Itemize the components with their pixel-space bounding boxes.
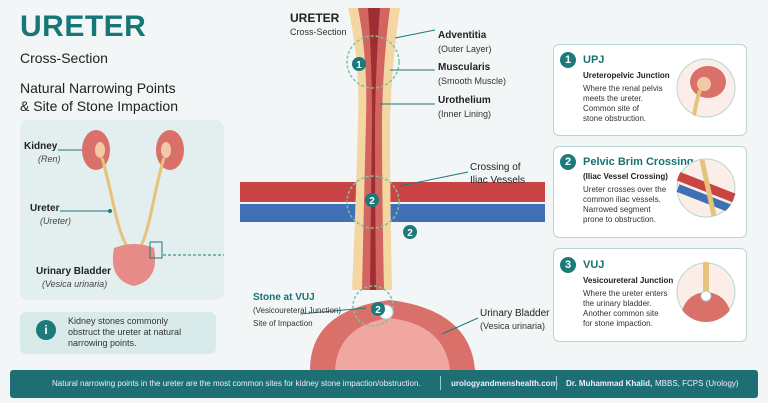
iliac-artery-shape (240, 182, 545, 202)
left-ureter-line (100, 157, 130, 249)
right-renal-pelvis-shape (161, 142, 171, 158)
description-line2: & Site of Stone Impaction (20, 98, 178, 114)
card-pelvic-brim-illustration (676, 158, 736, 218)
footer-divider-1 (440, 376, 441, 390)
ureter-cross-section-illustration: 1 2 2 2 (240, 8, 545, 370)
card-vuj-illustration (676, 262, 736, 322)
footer-author-name: Dr. Muhammad Khalid, (566, 379, 653, 388)
muscularis-label: Muscularis (438, 62, 491, 73)
cross-section-title: URETER (290, 11, 340, 25)
description-line1: Natural Narrowing Points (20, 80, 176, 96)
cross-section-subtitle: Cross-Section (290, 27, 347, 37)
card-vuj-body-line1: Where the ureter enters (583, 289, 668, 298)
ureter-latin-label: (Ureter) (40, 216, 71, 226)
card-upj-body-line4: stone obstruction. (583, 114, 647, 123)
card-vuj-subtitle: Vesicoureteral Junction (583, 276, 674, 285)
cross-section-bladder-label: Urinary Bladder (480, 308, 550, 319)
card-upj-subtitle: Ureteropelvic Junction (583, 71, 670, 80)
card-vuj-body-line4: for stone impaction. (583, 319, 653, 328)
page-subtitle: Cross-Section (20, 50, 108, 66)
card-upj-badge: 1 (560, 52, 576, 68)
crossing-label-line1: Crossing of (470, 162, 521, 173)
card-vuj-title: VUJ (583, 259, 605, 271)
page-title: URETER (20, 10, 147, 43)
footer-author-credentials: MBBS, FCPS (Urology) (655, 379, 739, 388)
adventitia-label: Adventitia (438, 30, 487, 41)
bladder-leader-line (441, 317, 479, 335)
card-vuj-body-line3: Another common site (583, 309, 659, 318)
stone-site: Site of Impaction (253, 319, 313, 328)
card-upj-illustration (676, 58, 736, 118)
card-pelvic-brim-body-line1: Ureter crosses over the (583, 185, 667, 194)
card-upj-body-line1: Where the renal pelvis (583, 84, 663, 93)
urinary-tract-overview-panel (20, 120, 224, 300)
footer-note: Natural narrowing points in the ureter a… (52, 379, 421, 388)
marker-2-label: 2 (369, 196, 375, 207)
vuj-highlight-box (149, 241, 163, 259)
info-text: Kidney stones commonly obstruct the uret… (68, 316, 212, 349)
info-text-line2: obstruct the ureter at natural (68, 327, 182, 337)
card-pelvic-brim-title: Pelvic Brim Crossing (583, 156, 694, 168)
card-upj-title: UPJ (583, 54, 605, 66)
upj-highlight-circle (346, 35, 400, 89)
footer-website: urologyandmenshealth.com (451, 379, 558, 388)
card-pelvic-brim-badge: 2 (560, 154, 576, 170)
adventitia-desc: (Outer Layer) (438, 44, 492, 54)
stone-title: Stone at VUJ (253, 292, 315, 303)
left-renal-pelvis-shape (95, 142, 105, 158)
ureter-label: Ureter (30, 203, 60, 214)
card-pelvic-brim-subtitle: (Iliac Vessel Crossing) (583, 172, 668, 181)
card-vuj-badge: 3 (560, 257, 576, 273)
card-pelvic-brim-body-line2: common iliac vessels. (583, 195, 661, 204)
adventitia-leader-line (394, 29, 436, 39)
info-text-line1: Kidney stones commonly (68, 316, 169, 326)
iliac-vein-shape (240, 204, 545, 222)
urothelium-label: Urothelium (438, 95, 491, 106)
marker-2-badge (365, 193, 379, 207)
marker-4-badge (371, 302, 385, 316)
card-pelvic-brim-body-line4: prone to obstruction. (583, 215, 656, 224)
brim-highlight-circle (346, 175, 400, 229)
card-upj-body: Where the renal pelvis meets the ureter.… (583, 84, 683, 124)
crossing-label-line2: Iliac Vessels (470, 175, 526, 186)
marker-1-label: 1 (356, 60, 362, 71)
marker-3-badge (403, 225, 417, 239)
card-pelvic-brim-body: Ureter crosses over the common iliac ves… (583, 185, 683, 225)
marker-1-badge (352, 57, 366, 71)
urinary-tract-illustration (58, 130, 224, 286)
crossing-leader-line (399, 171, 469, 187)
marker-3-label: 2 (407, 228, 413, 239)
bladder-label: Urinary Bladder (36, 266, 112, 277)
muscularis-desc: (Smooth Muscle) (438, 76, 507, 86)
vuj-highlight-circle (352, 285, 394, 327)
right-ureter-line (138, 157, 166, 249)
info-text-line3: narrowing points. (68, 338, 137, 348)
kidney-label: Kidney (24, 141, 58, 152)
ureter-lumen-shape (368, 8, 380, 290)
card-vuj-body-line2: the urinary bladder. (583, 299, 652, 308)
card-pelvic-brim-body-line3: Narrowed segment (583, 205, 651, 214)
footer-bar (10, 370, 758, 398)
card-upj-body-line3: Common site of (583, 104, 640, 113)
ureter-leader-dot (108, 209, 112, 213)
bladder-shape (112, 244, 156, 286)
info-icon: i (36, 320, 56, 340)
footer-divider-2 (556, 376, 557, 390)
urothelium-desc: (Inner Lining) (438, 109, 492, 119)
card-vuj-body: Where the ureter enters the urinary blad… (583, 289, 683, 329)
card-upj-body-line2: meets the ureter. (583, 94, 644, 103)
cross-section-bladder-latin: (Vesica urinaria) (480, 321, 546, 331)
bladder-latin-label: (Vesica urinaria) (42, 279, 108, 289)
bladder-lumen-shape (335, 318, 450, 370)
marker-4-label: 2 (375, 305, 381, 316)
kidney-latin-label: (Ren) (38, 154, 61, 164)
stone-leader-line (299, 307, 367, 315)
stone-desc: (Vesicoureteral Junction) (253, 306, 342, 315)
